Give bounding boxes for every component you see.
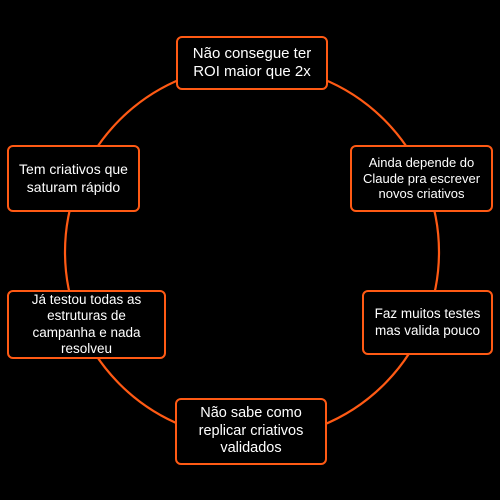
node-bottom: Não sabe como replicar criativos validad…: [175, 398, 327, 465]
node-bottom-label: Não sabe como replicar criativos validad…: [198, 404, 304, 457]
node-left-bottom: Já testou todas as estruturas de campanh…: [7, 290, 166, 359]
node-left-top: Tem criativos que saturam rápido: [7, 145, 140, 212]
node-top: Não consegue ter ROI maior que 2x: [176, 36, 328, 90]
cycle-circle-line: [63, 63, 441, 441]
node-top-label: Não consegue ter ROI maior que 2x: [192, 44, 312, 80]
node-right-bottom: Faz muitos testes mas valida pouco: [362, 290, 493, 355]
node-right-bottom-label: Faz muitos testes mas valida pouco: [374, 306, 481, 338]
node-right-top-label: Ainda depende do Claude pra escrever nov…: [362, 154, 481, 202]
node-right-top: Ainda depende do Claude pra escrever nov…: [350, 145, 493, 212]
node-left-bottom-label: Já testou todas as estruturas de campanh…: [31, 291, 142, 356]
node-left-top-label: Tem criativos que saturam rápido: [19, 161, 128, 195]
